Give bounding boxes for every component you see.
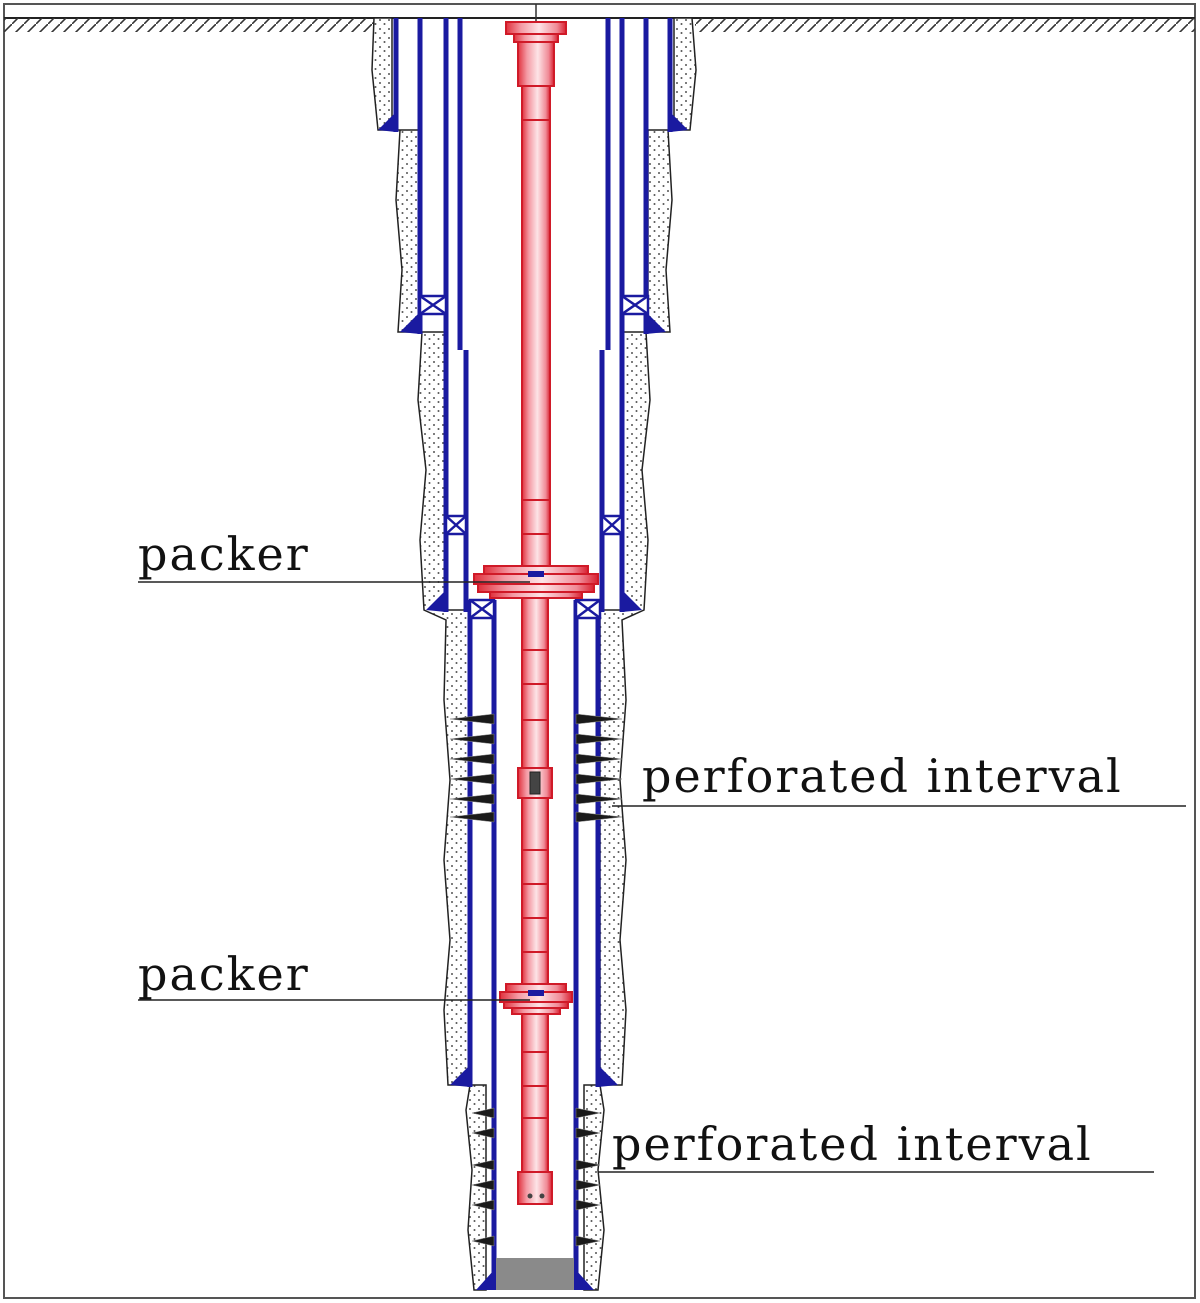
perforations-upper	[449, 713, 623, 823]
callout-perforated-lower: perforated interval	[598, 1117, 1154, 1173]
packer-upper	[473, 565, 599, 599]
bottom-plug	[496, 1258, 574, 1290]
casing-shoes	[378, 112, 688, 1290]
label-packer-lower: packer	[138, 947, 310, 1001]
label-perforated-upper: perforated interval	[642, 749, 1123, 803]
callout-packer-lower: packer	[138, 947, 530, 1001]
casing-hangers	[418, 294, 650, 620]
label-perforated-lower: perforated interval	[612, 1117, 1093, 1171]
callout-perforated-upper: perforated interval	[612, 749, 1186, 807]
tubing-string	[505, 21, 567, 1205]
packer-lower	[499, 983, 573, 1015]
perforations-lower	[471, 1107, 601, 1247]
callout-packer-upper: packer	[138, 527, 530, 583]
label-packer-upper: packer	[138, 527, 310, 581]
frame-border	[3, 3, 1196, 1299]
ground-surface	[4, 17, 1195, 32]
